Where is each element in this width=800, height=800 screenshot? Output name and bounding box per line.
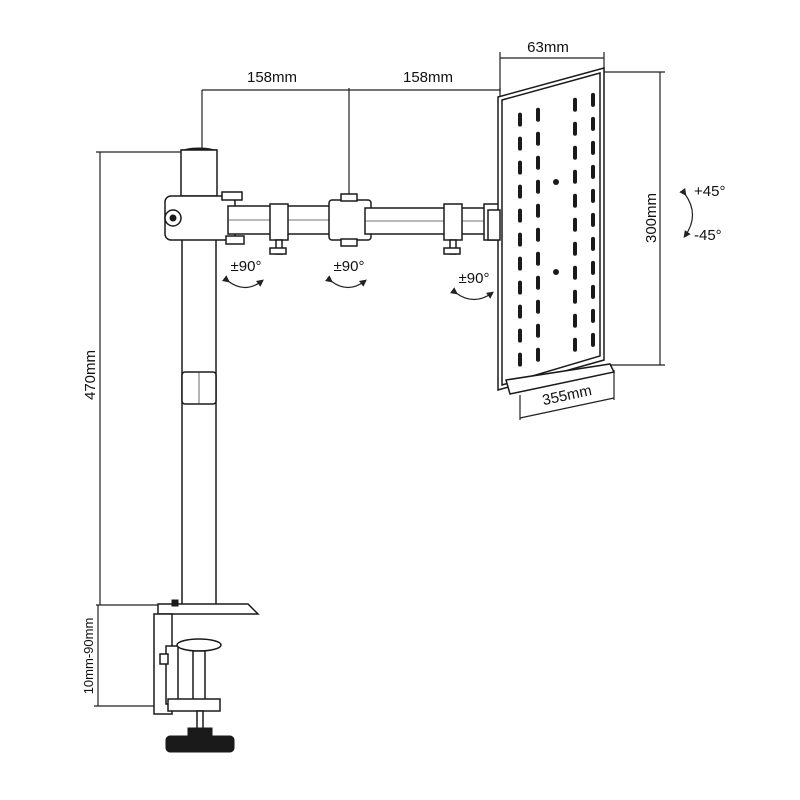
tray-slot bbox=[591, 308, 595, 323]
tray-slot bbox=[536, 251, 540, 266]
tray-slot bbox=[573, 289, 577, 304]
arm bbox=[227, 193, 503, 255]
joint-3-rotation-label: ±90° bbox=[459, 270, 490, 287]
desk-clamp bbox=[153, 599, 260, 753]
arm-segment-2-label: 158mm bbox=[403, 69, 453, 86]
tray-slot bbox=[536, 179, 540, 194]
tray-height-label: 300mm bbox=[643, 193, 660, 243]
clamp-range-label: 10mm-90mm bbox=[81, 618, 96, 695]
tray-slot bbox=[518, 304, 522, 319]
tray-slot bbox=[536, 155, 540, 170]
tray-slot bbox=[591, 332, 595, 347]
tray-slot bbox=[573, 97, 577, 112]
tray-slot bbox=[518, 160, 522, 175]
tray-slot bbox=[573, 169, 577, 184]
tray-slot bbox=[536, 131, 540, 146]
tray-slot bbox=[573, 265, 577, 280]
tray-slot bbox=[518, 136, 522, 151]
tray-depth-label: 63mm bbox=[527, 39, 569, 56]
pole-height-label: 470mm bbox=[82, 350, 99, 400]
tray-slot bbox=[536, 347, 540, 362]
joint-1-rotation-label: ±90° bbox=[231, 258, 262, 275]
tray-slot bbox=[591, 212, 595, 227]
tray-slot bbox=[536, 275, 540, 290]
tray-slot bbox=[518, 112, 522, 127]
tray-slot bbox=[518, 280, 522, 295]
tray-slot bbox=[518, 352, 522, 367]
tray-slot bbox=[591, 236, 595, 251]
tray-slot bbox=[573, 217, 577, 232]
tray-slot bbox=[573, 193, 577, 208]
arm-segment-1-label: 158mm bbox=[247, 69, 297, 86]
tray-slot bbox=[536, 227, 540, 242]
tray-slot bbox=[536, 323, 540, 338]
tray-slot bbox=[573, 337, 577, 352]
tray-slot bbox=[518, 256, 522, 271]
tray-slot bbox=[591, 140, 595, 155]
tray-slot bbox=[518, 328, 522, 343]
tray-slot bbox=[536, 203, 540, 218]
tray-slot bbox=[573, 241, 577, 256]
laptop-tray bbox=[487, 67, 616, 395]
rotation-arrows bbox=[222, 188, 694, 301]
ventilation-slots bbox=[518, 92, 595, 367]
tray-slot bbox=[518, 232, 522, 247]
tray-slot bbox=[591, 164, 595, 179]
tray-mount-hole bbox=[553, 179, 559, 185]
tray-slot bbox=[591, 92, 595, 107]
joint-2-rotation-label: ±90° bbox=[334, 258, 365, 275]
tray-slot bbox=[518, 184, 522, 199]
tray-slot bbox=[573, 121, 577, 136]
tray-slot bbox=[536, 107, 540, 122]
tray-slot bbox=[591, 284, 595, 299]
pole-joint bbox=[164, 191, 245, 245]
tilt-up-label: +45° bbox=[694, 183, 725, 200]
tray-slot bbox=[591, 116, 595, 131]
tilt-down-label: -45° bbox=[694, 227, 722, 244]
tray-slot bbox=[573, 313, 577, 328]
tray-mount-hole bbox=[553, 269, 559, 275]
tray-slot bbox=[591, 260, 595, 275]
tray-slot bbox=[591, 188, 595, 203]
tray-slot bbox=[536, 299, 540, 314]
tray-slot bbox=[573, 145, 577, 160]
tray-slot bbox=[518, 208, 522, 223]
